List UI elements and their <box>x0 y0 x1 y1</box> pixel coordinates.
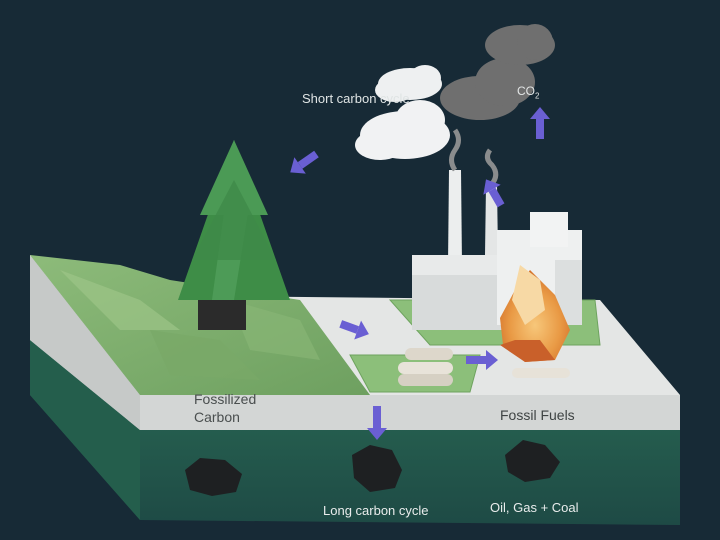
arrow-co2-up <box>530 107 550 139</box>
logs-icon <box>398 348 453 386</box>
fire-icon <box>500 265 570 378</box>
arrows <box>290 107 550 440</box>
arrow-tree-to-factory <box>339 320 369 340</box>
arrow-logs-to-fire <box>466 350 498 370</box>
pine-tree <box>178 140 290 330</box>
oil-gas-coal-label: Oil, Gas + Coal <box>490 500 579 515</box>
co2-label-subscript: 2 <box>535 91 540 101</box>
arrow-down-to-coal <box>367 406 387 440</box>
coal-icon <box>185 440 560 496</box>
co2-label: CO2 <box>517 84 539 100</box>
arrow-cloud-to-tree <box>290 150 319 174</box>
white-cloud-large <box>355 100 450 160</box>
white-cloud-small <box>375 65 442 102</box>
gray-smoke-cloud <box>440 24 555 120</box>
fossil-fuels-label: Fossil Fuels <box>500 407 575 423</box>
co2-label-main: CO <box>517 84 535 98</box>
chimney-smoke-1 <box>449 128 461 172</box>
long-carbon-cycle-label: Long carbon cycle <box>323 503 429 518</box>
short-carbon-cycle-label: Short carbon cycle <box>302 91 410 106</box>
fossilized-carbon-label: Fossilized Carbon <box>194 391 257 425</box>
chimney-smoke-2 <box>484 148 499 187</box>
arrow-chimney-up <box>483 179 505 208</box>
